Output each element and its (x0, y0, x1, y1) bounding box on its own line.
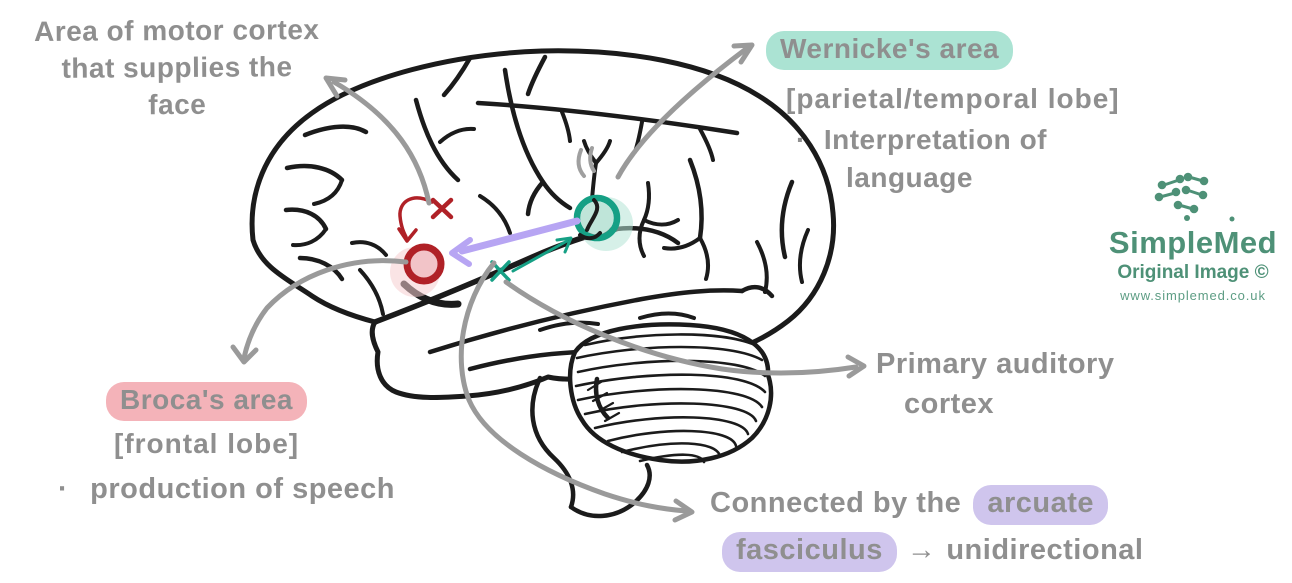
logo-website: www.simplemed.co.uk (1120, 288, 1266, 303)
logo-tagline: Original Image © (1117, 262, 1269, 283)
arcuate-fasciculus-arrow (449, 217, 581, 267)
red-arrowhead-icon (397, 227, 418, 243)
broca-marker-fill (410, 250, 438, 278)
teal-arrowhead-icon (555, 236, 573, 254)
arrow-to-broca-label (230, 258, 409, 365)
wernicke-title-highlight: Wernicke's area (766, 31, 1014, 70)
primary-auditory-note: Primary auditory cortex (876, 344, 1114, 424)
arcuate-line2-text: unidirectional (946, 534, 1144, 566)
bullet-dot: · (796, 124, 806, 155)
wernicke-desc-line2: language (846, 162, 973, 193)
auditory-line2: cortex (904, 388, 995, 420)
gray-tick-marks (576, 146, 596, 178)
red-x-icon (430, 197, 454, 220)
arrow-to-auditory-label (503, 279, 867, 379)
dots-network-icon (1154, 172, 1235, 222)
broca-lobe-label: [frontal lobe] (114, 428, 300, 459)
fasciculus-highlight: fasciculus (722, 532, 897, 572)
motor-note-line2: that supplies the (61, 51, 293, 84)
broca-note: Broca's area [frontal lobe] · production … (58, 382, 395, 506)
motor-cortex-note: Area of motor cortex that supplies the f… (4, 11, 351, 124)
wernicke-lobe-label: [parietal/temporal lobe] (786, 83, 1120, 114)
wernicke-inner-sulcus (578, 198, 602, 241)
auditory-path-marks (490, 236, 573, 282)
arcuate-line1-text: Connected by the (710, 487, 962, 519)
arcuate-note: Connected by the arcuate fasciculus → unidi… (710, 485, 1143, 572)
wernicke-note: Wernicke's area [parietal/temporal lobe]… (766, 31, 1120, 194)
arrow-to-motor-note (323, 75, 432, 206)
arrow-to-wernicke-label (615, 42, 755, 180)
broca-desc: production of speech (90, 473, 396, 505)
wernicke-desc-line1: Interpretation of (823, 124, 1047, 155)
simplemed-logo: SimpleMed Original Image © www.simplemed… (1098, 170, 1288, 303)
broca-lesion-marks (397, 196, 454, 243)
motor-note-line1: Area of motor cortex (33, 14, 320, 47)
right-arrow-icon: → (906, 534, 937, 566)
bullet-dot: · (58, 473, 69, 505)
annotation-arrows (230, 42, 867, 523)
broca-title-highlight: Broca's area (106, 382, 307, 421)
arcuate-highlight: arcuate (973, 485, 1108, 525)
logo-wordmark: SimpleMed (1108, 225, 1278, 260)
arrow-to-connected-note (458, 260, 695, 523)
cerebellum (567, 322, 774, 464)
motor-note-line3: face (148, 88, 207, 121)
arcuate-arrowhead-icon (449, 237, 473, 267)
auditory-line1: Primary auditory (876, 348, 1115, 380)
